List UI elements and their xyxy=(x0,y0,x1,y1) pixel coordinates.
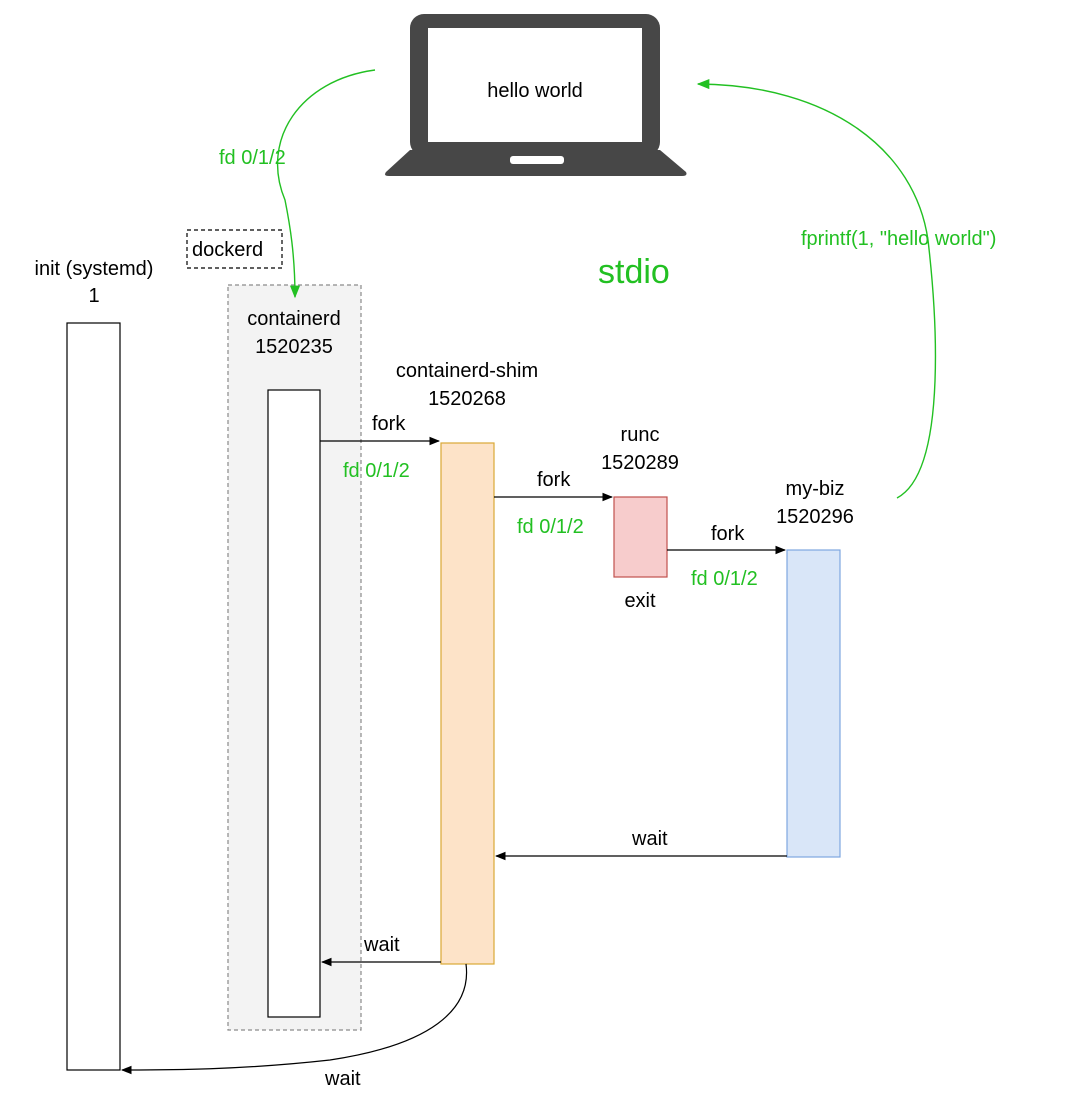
wait-mybiz-shim-label: wait xyxy=(632,828,668,850)
dockerd-box xyxy=(186,229,283,269)
containerd-shim-lifeline xyxy=(440,442,495,965)
fd-label-laptop-containerd: fd 0/1/2 xyxy=(219,147,286,169)
fork2-fd-label: fd 0/1/2 xyxy=(517,516,584,538)
init-name: init (systemd) xyxy=(34,258,154,280)
wait-shim-containerd-label: wait xyxy=(364,934,400,956)
init-lifeline xyxy=(66,322,121,1071)
my-biz-pid: 1520296 xyxy=(776,506,854,528)
containerd-name: containerd xyxy=(247,308,341,330)
fprintf-label: fprintf(1, "hello world") xyxy=(801,228,997,250)
stdio-laptop-to-containerd-arrow xyxy=(276,69,376,299)
fork1-fd-label: fd 0/1/2 xyxy=(343,460,410,482)
my-biz-lifeline xyxy=(786,549,841,858)
fork1-label: fork xyxy=(372,413,406,435)
runc-lifeline xyxy=(613,496,668,578)
runc-pid: 1520289 xyxy=(601,452,679,474)
containerd-shim-pid: 1520268 xyxy=(428,388,506,410)
wait-shim-to-init-arrow xyxy=(120,963,468,1075)
init-pid: 1 xyxy=(88,285,100,307)
stdio-label: stdio xyxy=(598,253,670,291)
fork3-fd-label: fd 0/1/2 xyxy=(691,568,758,590)
runc-exit-label: exit xyxy=(624,590,656,612)
dockerd-label: dockerd xyxy=(192,239,264,261)
containerd-shim-name: containerd-shim xyxy=(395,360,539,382)
laptop-icon xyxy=(385,14,687,176)
runc-name: runc xyxy=(620,424,660,446)
fork2-label: fork xyxy=(537,469,571,491)
my-biz-name: my-biz xyxy=(785,478,845,500)
wait-shim-init-label: wait xyxy=(325,1068,361,1090)
laptop-screen-text: hello world xyxy=(487,80,583,102)
containerd-pid: 1520235 xyxy=(255,336,333,358)
fork3-label: fork xyxy=(711,523,745,545)
stdio-mybiz-to-laptop-arrow xyxy=(696,79,937,499)
containerd-lifeline xyxy=(267,389,321,1018)
